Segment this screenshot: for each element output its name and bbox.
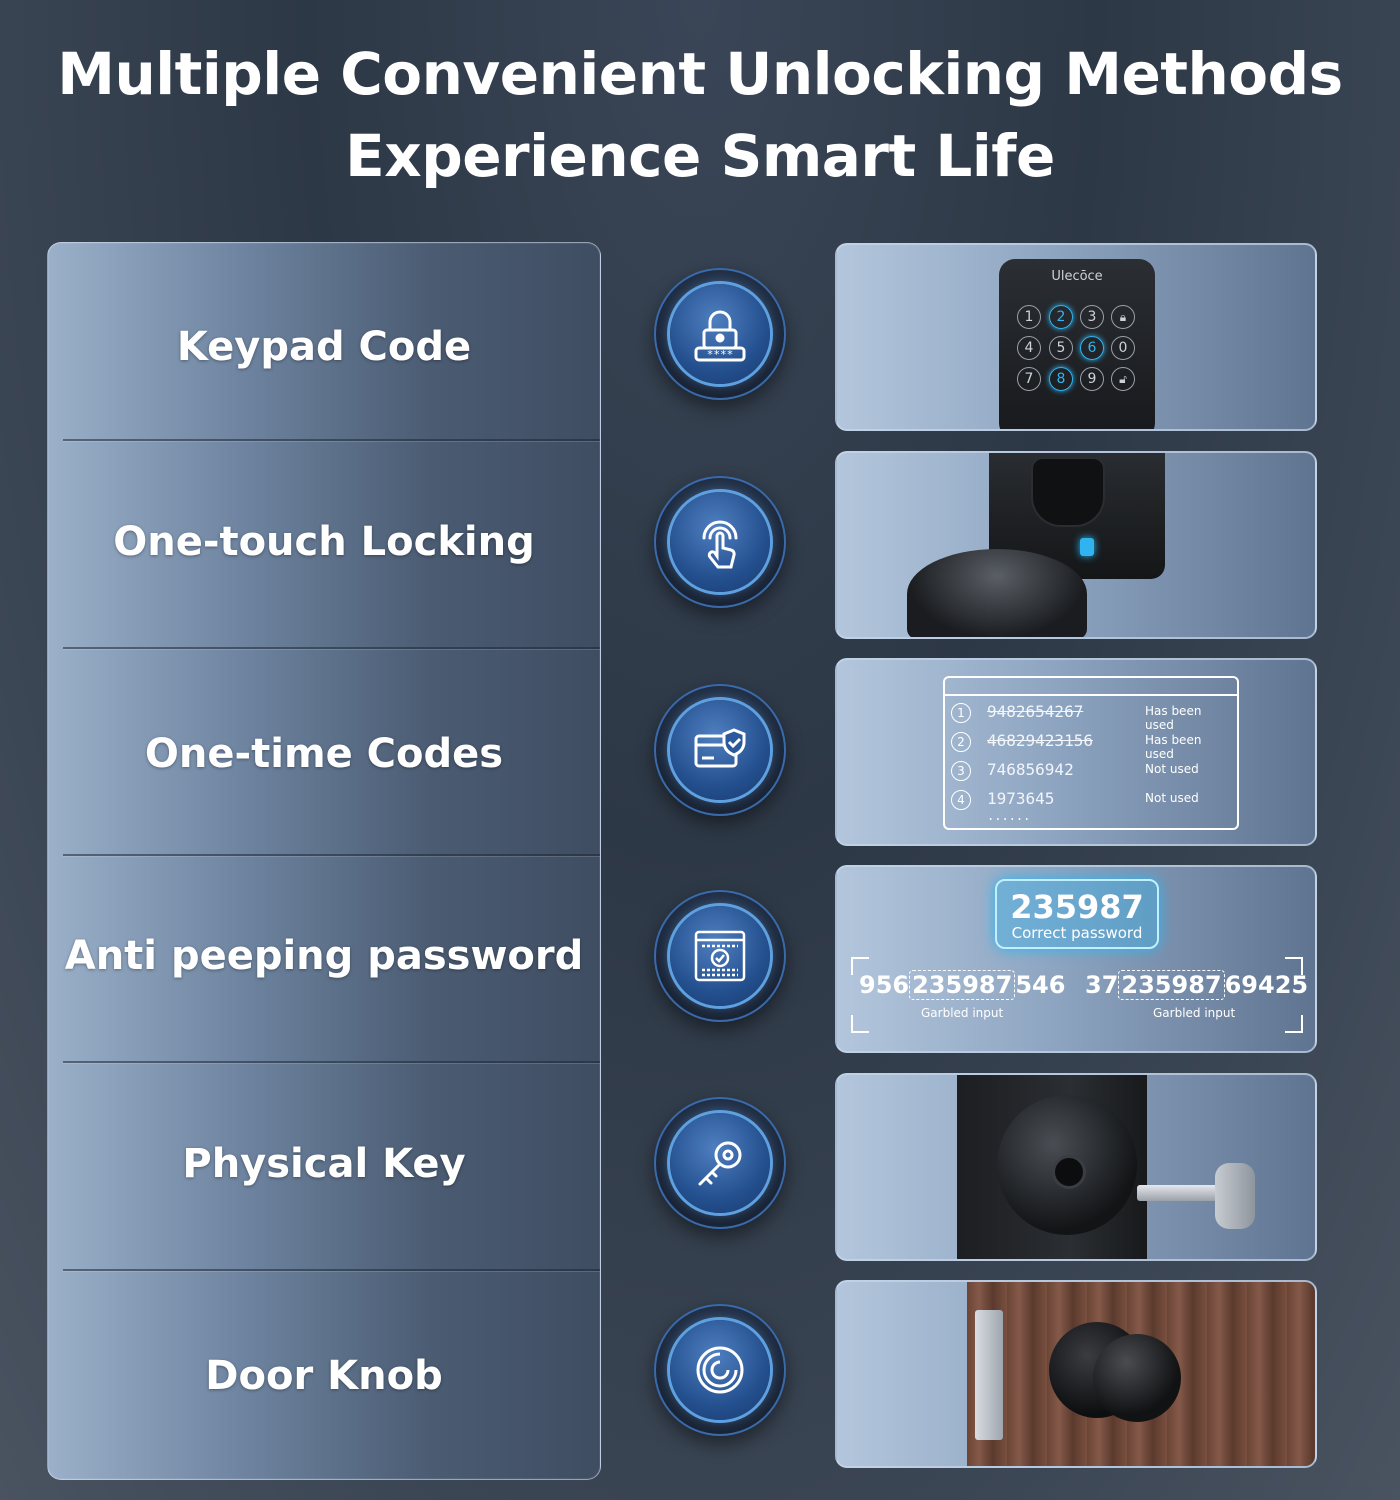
key-0: 0 — [1111, 336, 1135, 360]
code-value: 46829423156 — [987, 731, 1093, 750]
method-row-knob: Door Knob — [48, 1272, 600, 1479]
codes-list-box: 1 9482654267 Has been used 2 46829423156… — [943, 676, 1239, 830]
method-label: Physical Key — [182, 1140, 466, 1187]
code-value: 9482654267 — [987, 702, 1084, 721]
card-shield-icon — [694, 728, 746, 768]
touch-button-icon — [1080, 538, 1094, 556]
lock-password-icon: **** — [694, 310, 746, 362]
corner-bracket-tl — [851, 957, 869, 975]
doorknob-card — [835, 1280, 1317, 1468]
card-shield-icon-badge — [654, 684, 786, 816]
key-icon-badge — [654, 1097, 786, 1229]
method-label: Anti peeping password — [64, 932, 584, 979]
key-2: 2 — [1049, 305, 1073, 329]
method-label: Keypad Code — [176, 323, 472, 370]
key-1: 1 — [1017, 305, 1041, 329]
corner-bracket-bl — [851, 1015, 869, 1033]
correct-password: 235987 — [1010, 888, 1144, 926]
key-7: 7 — [1017, 367, 1041, 391]
keyhole-icon — [1052, 1155, 1086, 1189]
lock-key-icon: 🔒︎ — [1111, 305, 1135, 329]
garbled-password: 235987 — [909, 970, 1016, 1000]
onetime-card: 1 9482654267 Has been used 2 46829423156… — [835, 658, 1317, 846]
divider — [63, 854, 600, 856]
correct-password-label: Correct password — [1011, 924, 1143, 942]
key-9: 9 — [1080, 367, 1104, 391]
methods-panel: Keypad Code One-touch Locking One-time C… — [47, 242, 601, 1480]
code-row: 3 746856942 Not used — [951, 760, 1231, 782]
knob-icon-badge — [654, 1304, 786, 1436]
code-status: Not used — [1145, 762, 1199, 776]
key-icon — [698, 1141, 742, 1186]
garbled-prefix: 37 — [1085, 971, 1119, 999]
correct-password-box: 235987 Correct password — [995, 879, 1159, 949]
garbled-password: 235987 — [1118, 970, 1225, 1000]
code-row: 4 1973645 Not used — [951, 789, 1231, 811]
silver-key-bow-image — [1215, 1163, 1255, 1229]
thumbturn — [1031, 457, 1105, 527]
code-status: Not used — [1145, 791, 1199, 805]
onetouch-card — [835, 451, 1317, 639]
code-index: 4 — [951, 790, 971, 810]
method-label: Door Knob — [205, 1352, 443, 1399]
physical-key-card — [835, 1073, 1317, 1261]
method-row-key: Physical Key — [48, 1060, 600, 1267]
divider — [63, 1269, 600, 1271]
code-index: 2 — [951, 732, 971, 752]
garbled-prefix: 956 — [859, 971, 910, 999]
latch-plate-image — [975, 1310, 1003, 1440]
code-value: 1973645 — [987, 789, 1055, 808]
knob-ball-image — [1093, 1334, 1181, 1422]
corner-bracket-tr — [1285, 957, 1303, 975]
code-row: 2 46829423156 Has been used — [951, 731, 1231, 761]
secure-screen-icon — [694, 930, 746, 982]
divider — [63, 1061, 600, 1063]
svg-text:****: **** — [707, 348, 734, 361]
code-index: 1 — [951, 703, 971, 723]
touch-hand-icon — [702, 520, 738, 569]
more-codes-ellipsis: ...... — [987, 809, 1031, 823]
method-row-antipeep: Anti peeping password — [48, 852, 600, 1059]
knob-icon — [696, 1346, 744, 1394]
key-5: 5 — [1049, 336, 1073, 360]
code-row: 1 9482654267 Has been used — [951, 702, 1231, 732]
method-row-keypad: Keypad Code — [48, 243, 600, 450]
brand-logo: Ulecōce — [1051, 269, 1103, 284]
garbled-label-1: Garbled input — [921, 1006, 1004, 1020]
key-8: 8 — [1049, 367, 1073, 391]
method-row-onetouch: One-touch Locking — [48, 438, 600, 645]
method-label: One-time Codes — [144, 730, 504, 777]
unlock-key-icon: 🔓︎ — [1111, 367, 1135, 391]
keypad-card: Ulecōce 1 2 3 🔒︎ 4 5 6 0 7 8 9 🔓︎ — [835, 243, 1317, 431]
garbled-label-2: Garbled input — [1153, 1006, 1236, 1020]
gloved-hand-image — [907, 549, 1087, 637]
divider — [63, 439, 600, 441]
method-row-onetime: One-time Codes — [48, 650, 600, 857]
divider — [63, 647, 600, 649]
code-value: 746856942 — [987, 760, 1074, 779]
code-index: 3 — [951, 761, 971, 781]
code-status: Has been used — [1145, 704, 1202, 732]
page-subtitle: Experience Smart Life — [345, 122, 1055, 190]
garbled-suffix: 69425 — [1224, 971, 1309, 999]
garbled-suffix: 546 — [1015, 971, 1066, 999]
key-3: 3 — [1080, 305, 1104, 329]
silver-key-image — [1137, 1185, 1227, 1201]
key-6: 6 — [1080, 336, 1104, 360]
corner-bracket-br — [1285, 1015, 1303, 1033]
method-label: One-touch Locking — [113, 518, 535, 565]
touch-hand-icon-badge — [654, 476, 786, 608]
key-4: 4 — [1017, 336, 1041, 360]
secure-screen-icon-badge — [654, 890, 786, 1022]
code-status: Has been used — [1145, 733, 1202, 761]
page-title: Multiple Convenient Unlocking Methods — [57, 40, 1343, 108]
lock-password-icon-badge: **** — [654, 268, 786, 400]
